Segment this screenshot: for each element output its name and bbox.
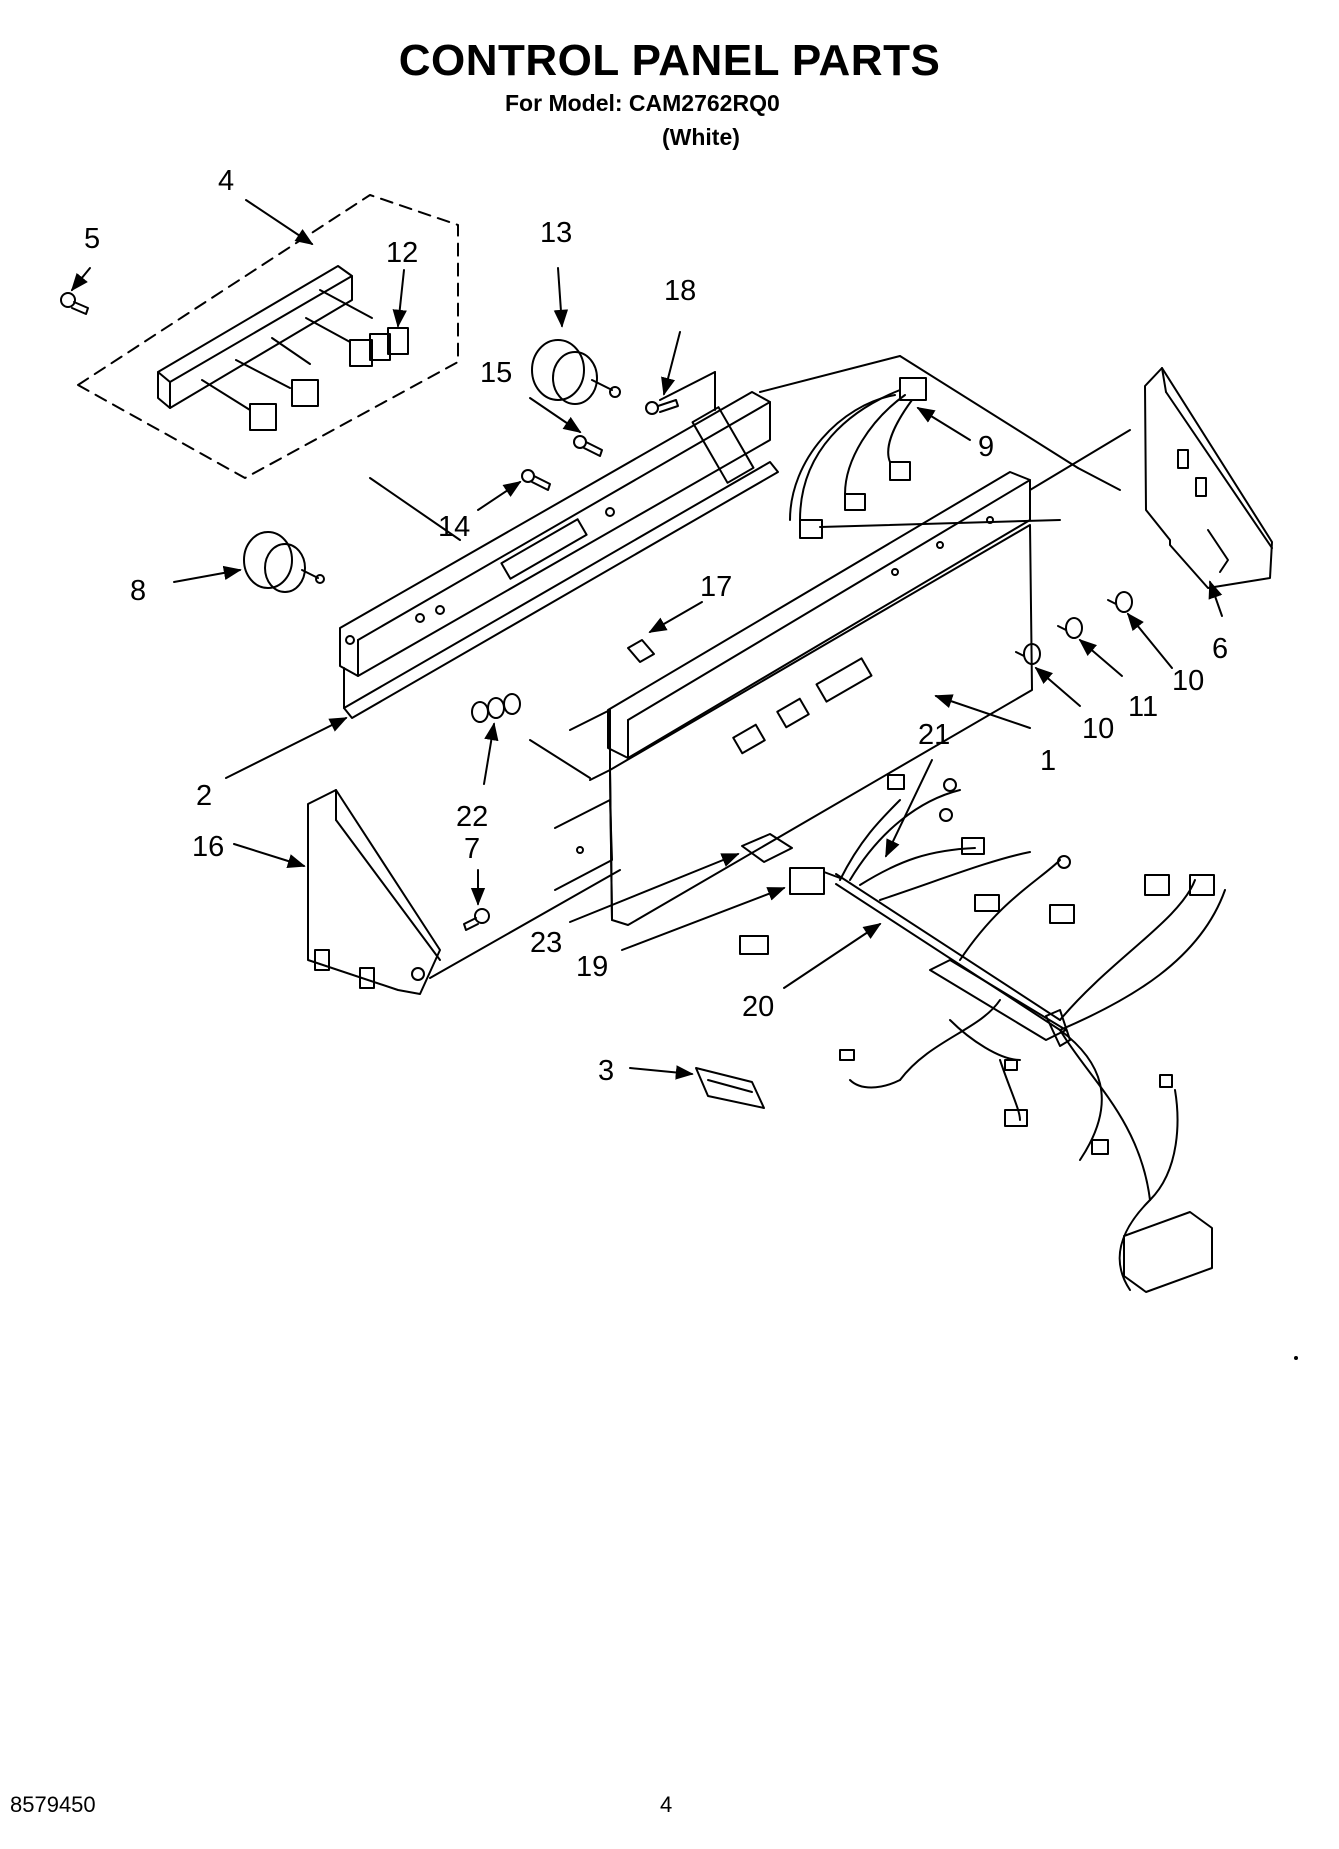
callout-18: 18 bbox=[664, 275, 696, 307]
page-title: CONTROL PANEL PARTS bbox=[398, 36, 941, 85]
screw-part-5 bbox=[60, 292, 89, 315]
timer-part-13 bbox=[531, 339, 621, 405]
callout-1: 1 bbox=[1040, 745, 1056, 777]
connector-part-3 bbox=[695, 1067, 765, 1109]
callout-10-bottom: 10 bbox=[1082, 713, 1114, 745]
model-line: For Model: CAM2762RQ0 bbox=[505, 90, 780, 116]
upper-harness bbox=[789, 377, 927, 539]
switch-assembly-outline bbox=[77, 194, 459, 479]
callout-17: 17 bbox=[700, 571, 732, 603]
switch-assembly-body bbox=[157, 265, 409, 431]
callout-20: 20 bbox=[742, 991, 774, 1023]
callout-14: 14 bbox=[438, 511, 470, 543]
callout-8: 8 bbox=[130, 575, 146, 607]
callout-13: 13 bbox=[540, 217, 572, 249]
callout-6: 6 bbox=[1212, 633, 1228, 665]
callout-11: 11 bbox=[1128, 691, 1158, 723]
page-number: 4 bbox=[660, 1792, 673, 1817]
callout-22: 22 bbox=[456, 801, 488, 833]
callout-2: 2 bbox=[196, 780, 212, 812]
color-line: (White) bbox=[662, 124, 740, 150]
clips-part-10-11 bbox=[1015, 591, 1133, 665]
callout-15: 15 bbox=[480, 357, 512, 389]
callout-12: 12 bbox=[386, 237, 418, 269]
callout-5: 5 bbox=[84, 223, 100, 255]
screw-part-15 bbox=[573, 435, 603, 457]
board-part-23 bbox=[741, 833, 793, 863]
part-22 bbox=[471, 693, 521, 723]
connector-part-19 bbox=[789, 867, 841, 895]
callout-7: 7 bbox=[464, 833, 480, 865]
callout-labels: 1 2 3 4 5 6 7 8 9 10 10 11 12 13 14 15 1… bbox=[84, 165, 1228, 1087]
callout-4: 4 bbox=[218, 165, 234, 197]
callout-16: 16 bbox=[192, 831, 224, 863]
callout-3: 3 bbox=[598, 1055, 614, 1087]
end-cap-part-16 bbox=[307, 789, 441, 995]
screw-part-14 bbox=[521, 469, 551, 491]
callout-arrows bbox=[70, 199, 1223, 1080]
callout-19: 19 bbox=[576, 951, 608, 983]
main-harness-part-20-21 bbox=[739, 774, 1226, 1293]
screw-part-7 bbox=[463, 908, 490, 931]
end-cap-part-6 bbox=[1144, 367, 1273, 589]
rotary-switch-part-8 bbox=[243, 531, 325, 593]
document-part-number: 8579450 bbox=[10, 1792, 96, 1817]
console-part-1 bbox=[554, 471, 1033, 926]
callout-10-top: 10 bbox=[1172, 665, 1204, 697]
callout-9: 9 bbox=[978, 431, 994, 463]
clip-part-17 bbox=[627, 639, 655, 663]
bracket-part-2 bbox=[339, 371, 779, 719]
screw-part-18 bbox=[645, 399, 679, 415]
callout-23: 23 bbox=[530, 927, 562, 959]
stray-dot bbox=[1294, 1356, 1298, 1360]
assembly-guide-lines bbox=[369, 355, 1131, 979]
callout-21: 21 bbox=[918, 719, 950, 751]
